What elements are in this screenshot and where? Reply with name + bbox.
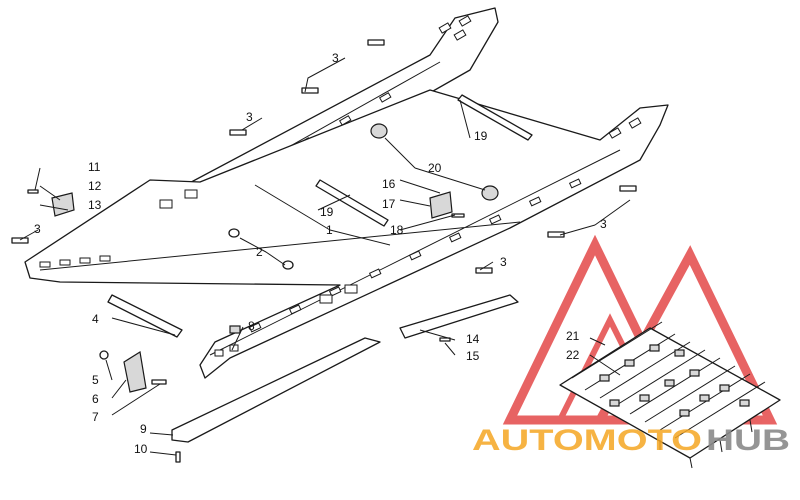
callout-3-mid: 3 (246, 110, 253, 124)
callout-9: 9 (140, 422, 147, 436)
spacers (228, 123, 499, 270)
callout-16: 16 (382, 177, 396, 191)
callout-8: 8 (248, 319, 255, 333)
callout-21: 21 (566, 329, 580, 343)
callout-11: 11 (88, 160, 101, 174)
bolts (11, 39, 637, 463)
callout-3-right: 3 (600, 217, 607, 231)
callout-3-left: 3 (34, 222, 41, 236)
wear-strip (399, 294, 519, 339)
callout-15: 15 (466, 349, 480, 363)
callout-19-mid: 19 (320, 205, 334, 219)
callout-3-top: 3 (332, 51, 339, 65)
clip-8 (229, 325, 241, 334)
hyfax-slide (171, 337, 381, 443)
callout-22: 22 (566, 348, 580, 362)
watermark-text: AUTOMOTO HUB (472, 424, 790, 457)
leader-lines (19, 57, 631, 456)
callout-7: 7 (92, 410, 99, 424)
callout-17: 17 (382, 197, 396, 211)
callout-12: 12 (88, 179, 102, 193)
callout-14: 14 (466, 332, 480, 346)
watermark-text-hub: HUB (706, 424, 790, 457)
callout-19-top: 19 (474, 129, 488, 143)
callout-13: 13 (88, 198, 102, 212)
block-17 (429, 191, 453, 219)
callout-18: 18 (390, 223, 404, 237)
callout-2: 2 (256, 245, 263, 259)
callout-4: 4 (92, 312, 99, 326)
watermark-text-automoto: AUTOMOTO (472, 424, 702, 457)
callout-5: 5 (92, 373, 99, 387)
callout-10: 10 (134, 442, 148, 456)
callout-6: 6 (92, 392, 99, 406)
cross-shafts (315, 94, 533, 227)
callout-3-center: 3 (500, 255, 507, 269)
callout-20: 20 (428, 161, 442, 175)
front-axle (107, 294, 183, 338)
idler-wheel (99, 350, 167, 393)
track-assembly (559, 321, 781, 469)
callout-1: 1 (326, 223, 333, 237)
callouts: 1 2 3 3 3 3 3 4 5 6 7 8 9 10 11 12 13 14… (34, 51, 607, 456)
